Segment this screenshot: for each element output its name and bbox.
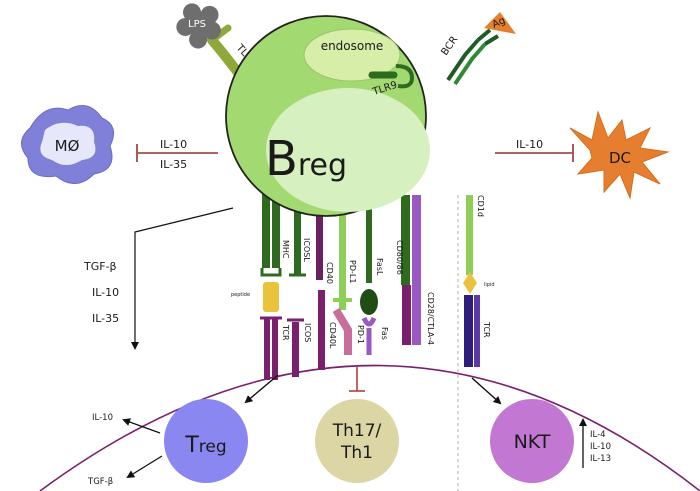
treg-output-1: IL-10 (92, 413, 113, 423)
secreted-1: TGF-β (83, 260, 117, 273)
surface-receptors (260, 190, 473, 315)
bcr-receptor: Ag BCR (439, 12, 516, 86)
dendritic-cell (569, 110, 670, 200)
nkt-label: NKT (514, 431, 551, 453)
secreted-2: IL-10 (92, 286, 119, 299)
label-icos: ICOS (303, 323, 312, 342)
antigen-icon (484, 12, 516, 34)
th-label-2: Th1 (340, 443, 373, 463)
macrophage-cytokine-2: IL-35 (160, 158, 187, 171)
arrow-to-nkt (471, 377, 502, 405)
label-cd80: CD80/86 (395, 240, 404, 275)
tlr4-receptor: LPS TLR4 (176, 3, 259, 80)
label-lipid: lipid (484, 282, 495, 288)
th-label-1: Th17/ (332, 421, 382, 441)
secreted-3: IL-35 (92, 312, 119, 325)
lps-label: LPS (188, 19, 206, 30)
label-pd1: PD-1 (356, 325, 365, 344)
label-tcr-1: TCR (281, 324, 290, 341)
label-tcr-2: TCR (482, 321, 491, 338)
treg-label: Treg (184, 433, 226, 458)
label-cd28: CD28/CTLA-4 (426, 292, 435, 345)
arrow-to-treg (244, 374, 279, 404)
peptide-shape (263, 282, 279, 312)
macrophage-cytokine-1: IL-10 (160, 138, 187, 151)
nkt-cytokine-3: IL-13 (590, 454, 611, 464)
lipid-shape (463, 272, 477, 294)
target-cell-membrane (39, 364, 700, 491)
bcr-label: BCR (439, 34, 460, 57)
label-mhc: MHC (281, 240, 290, 259)
treg-out-arrow-1 (122, 418, 161, 434)
dc-label: DC (609, 149, 631, 167)
nkt-cytokine-1: IL-4 (590, 430, 606, 440)
nkt-cell (490, 399, 574, 483)
treg-out-arrow-2 (126, 455, 163, 479)
label-icosl: ICOSL (302, 238, 311, 262)
dc-cytokine: IL-10 (516, 138, 543, 151)
endosome-label: endosome (321, 39, 384, 53)
secretion-arrow (131, 207, 234, 350)
endosome (303, 28, 401, 82)
label-pdl1: PD-L1 (348, 260, 357, 283)
label-peptide: peptide (231, 292, 250, 298)
partner-receptors (260, 285, 480, 380)
macrophage-label: MØ (55, 137, 80, 155)
th17-th1-cell (315, 399, 399, 483)
label-fas: Fas (380, 327, 389, 340)
breg-title: Breg (265, 131, 347, 187)
label-cd1d: CD1d (476, 195, 485, 217)
label-cd40: CD40 (325, 262, 334, 284)
treg-cell (164, 399, 248, 483)
lps-icon (176, 3, 221, 49)
treg-output-2: TGF-β (87, 477, 113, 487)
ag-label: Ag (491, 15, 508, 31)
nkt-cytokine-2: IL-10 (590, 442, 611, 452)
breg-nucleus (266, 88, 430, 212)
label-fasl: FasL (375, 258, 384, 276)
label-cd40l: CD40L (328, 322, 337, 349)
